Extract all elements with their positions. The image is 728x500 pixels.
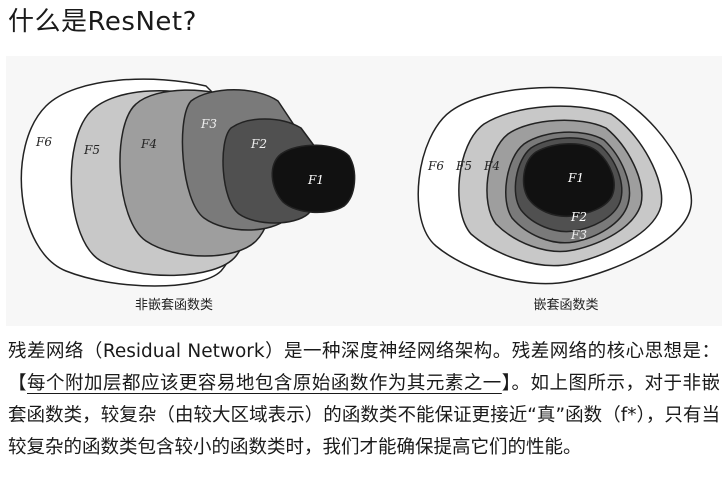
function-class-diagram: F6 F5 F4 F3 F2 F1 非嵌套函数类 F6 F5 F4 F1 F2 … <box>20 78 693 313</box>
highlighted-text: 每个附加层都应该更容易地包含原始函数作为其元素之一 <box>27 373 502 394</box>
right-label-f6: F6 <box>427 159 444 173</box>
right-caption: 嵌套函数类 <box>533 297 598 313</box>
bracket-open: 【 <box>8 373 27 394</box>
left-caption: 非嵌套函数类 <box>135 297 213 313</box>
left-label-f1: F1 <box>307 173 324 187</box>
right-label-f1: F1 <box>567 171 584 185</box>
page-title: 什么是ResNet? <box>8 7 197 37</box>
left-f1-region <box>271 144 356 214</box>
right-label-f3: F3 <box>570 228 587 242</box>
description-paragraph: 残差网络（Residual Network）是一种深度神经网络架构。残差网络的核… <box>8 336 720 464</box>
right-label-f5: F5 <box>455 159 472 173</box>
resnet-figure: F6 F5 F4 F3 F2 F1 非嵌套函数类 F6 F5 F4 F1 F2 … <box>6 56 722 326</box>
nested-diagram <box>417 86 693 285</box>
paragraph-part2: 。如上图所示，对于非嵌套函数类，较复杂（由较大区域表示）的函数类不能保证更接近“… <box>8 373 720 458</box>
right-label-f4: F4 <box>483 159 500 173</box>
right-label-f2: F2 <box>570 210 587 224</box>
bracket-close: 】 <box>501 373 512 394</box>
left-label-f5: F5 <box>83 143 100 157</box>
left-label-f2: F2 <box>250 137 267 151</box>
non-nested-diagram <box>20 78 356 287</box>
paragraph-part1: 残差网络（Residual Network）是一种深度神经网络架构。残差网络的核… <box>8 341 720 362</box>
left-label-f6: F6 <box>35 135 52 149</box>
right-f1-region <box>522 143 615 218</box>
left-label-f4: F4 <box>140 137 157 151</box>
left-label-f3: F3 <box>200 117 217 131</box>
